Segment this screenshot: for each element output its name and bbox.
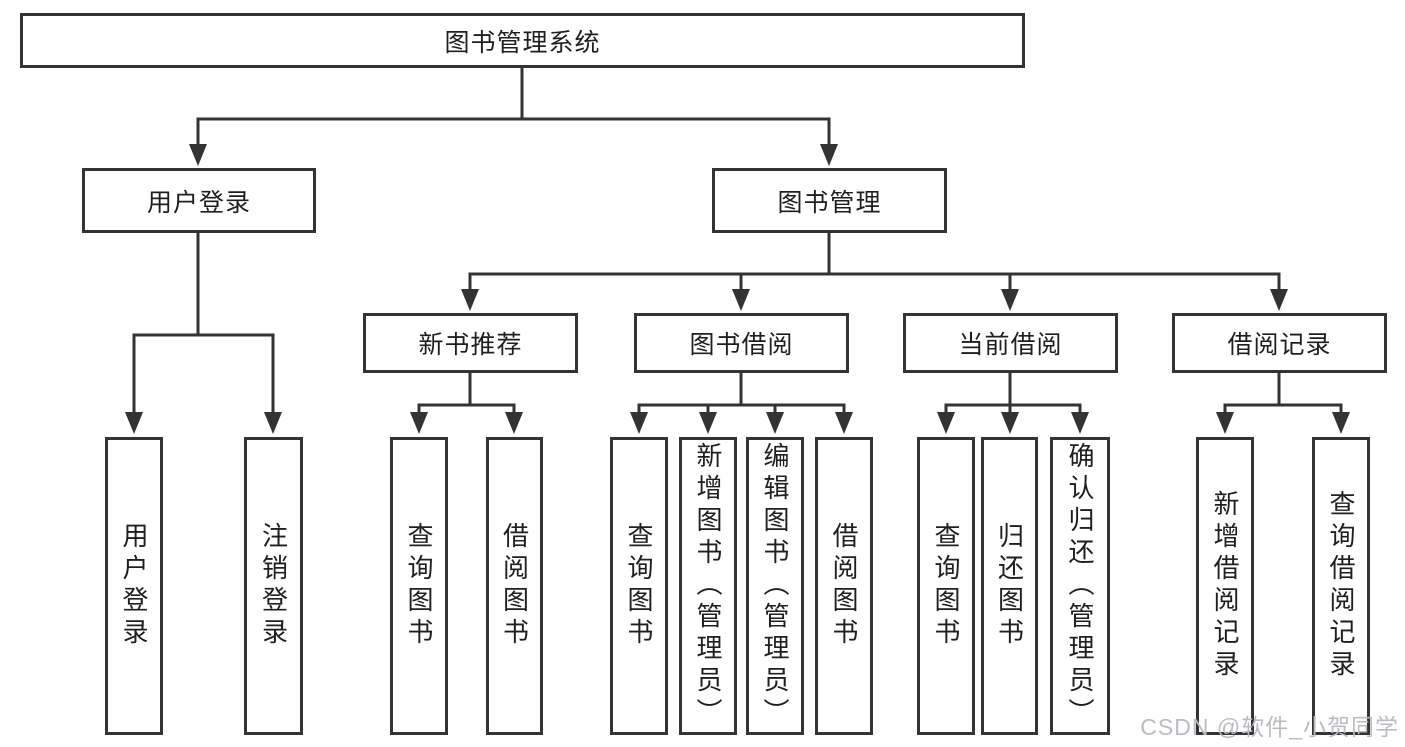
edge-book-mgmt-to-level3 [461,231,1288,311]
edge-root-to-level2 [189,66,838,166]
node-borrow-records-label: 借阅记录 [1227,331,1332,359]
node-leaf-nbr-query-books: 查询图书 [390,437,448,735]
node-leaf-br-query-record-label: 查询借阅记录 [1326,490,1356,682]
node-leaf-br-add-record-label: 新增借阅记录 [1210,490,1240,682]
node-current-borrow: 当前借阅 [903,313,1118,373]
node-leaf-bb-add-books-admin: 新增图书（管理员） [679,437,737,735]
node-new-book-rec: 新书推荐 [363,313,578,373]
node-user-login-label: 用户登录 [146,188,251,217]
node-leaf-user-login-label: 用户登录 [119,522,149,650]
node-leaf-nbr-query-books-label: 查询图书 [404,522,434,650]
node-leaf-nbr-borrow-books-label: 借阅图书 [499,522,530,650]
node-book-mgmt: 图书管理 [712,168,947,233]
node-book-mgmt-label: 图书管理 [777,188,882,217]
node-root-label: 图书管理系统 [444,28,601,57]
node-leaf-cb-return-books-label: 归还图书 [994,522,1025,650]
node-leaf-cb-query-books-label: 查询图书 [931,522,961,650]
node-leaf-cb-confirm-return-admin: 确认归还（管理员） [1050,437,1110,735]
node-leaf-bb-edit-books-admin-label: 编辑图书（管理员） [760,442,790,730]
node-leaf-bb-borrow-books: 借阅图书 [815,437,873,735]
node-leaf-bb-query-books-label: 查询图书 [624,522,654,650]
node-leaf-bb-query-books: 查询图书 [610,437,668,735]
node-book-borrow-label: 图书借阅 [689,331,794,359]
node-leaf-cb-query-books: 查询图书 [917,437,975,735]
edge-book-borrow-to-leaves [630,371,853,434]
node-user-login: 用户登录 [82,168,316,233]
node-leaf-bb-edit-books-admin: 编辑图书（管理员） [746,437,804,735]
node-new-book-rec-label: 新书推荐 [418,331,523,359]
csdn-watermark: CSDN @软件_小贺同学 [1140,714,1399,740]
node-leaf-user-login: 用户登录 [105,437,163,735]
node-leaf-cb-return-books: 归还图书 [981,437,1038,735]
node-leaf-logout-label: 注销登录 [258,522,289,650]
node-leaf-bb-add-books-admin-label: 新增图书（管理员） [693,442,723,730]
node-current-borrow-label: 当前借阅 [958,331,1063,359]
node-borrow-records: 借阅记录 [1172,313,1387,373]
edge-current-borrow-to-leaves [937,371,1089,434]
node-leaf-br-add-record: 新增借阅记录 [1196,437,1254,735]
node-root: 图书管理系统 [20,13,1025,68]
edge-new-book-rec-to-leaves [410,371,523,434]
node-leaf-bb-borrow-books-label: 借阅图书 [829,522,859,650]
node-leaf-br-query-record: 查询借阅记录 [1312,437,1370,735]
node-leaf-cb-confirm-return-admin-label: 确认归还（管理员） [1065,442,1095,730]
node-book-borrow: 图书借阅 [634,313,849,373]
edge-user-login-to-leaves [125,231,282,434]
edge-borrow-records-to-leaves [1216,371,1350,434]
node-leaf-logout: 注销登录 [244,437,303,735]
node-leaf-nbr-borrow-books: 借阅图书 [486,437,543,735]
